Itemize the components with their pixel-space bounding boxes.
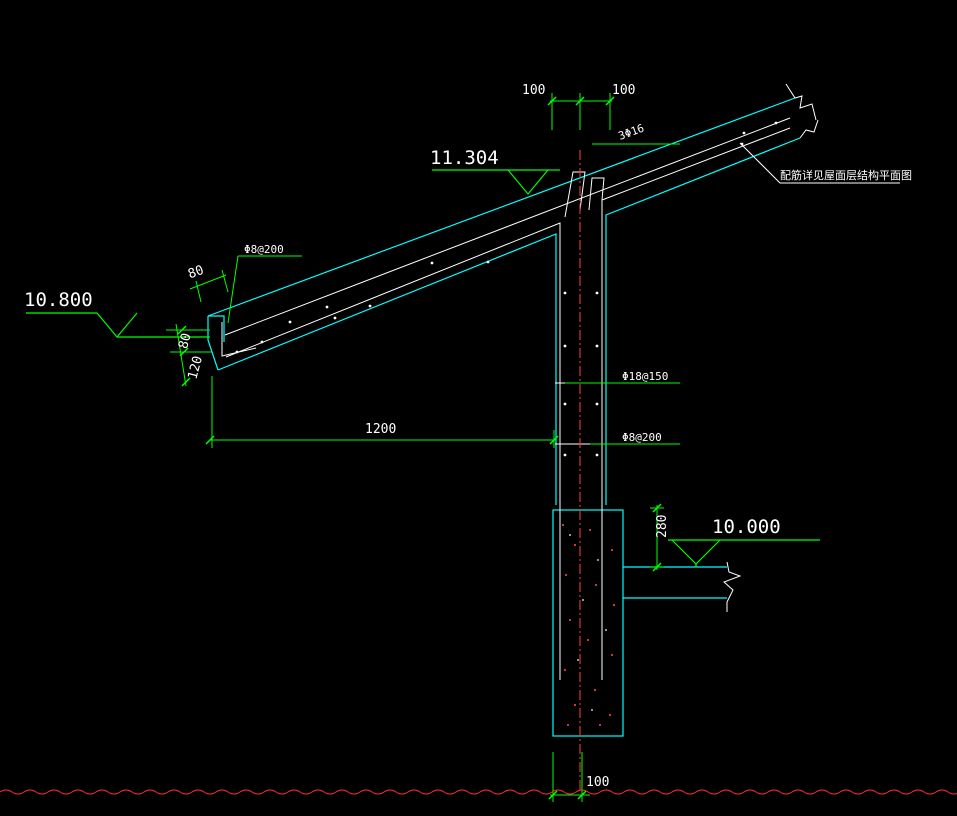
rebar-column-stirrup-1: Φ18@150 [622,370,668,383]
eave-lip [207,316,219,371]
bottom-rebar-line-right [601,127,791,201]
elevation-eave-label: 10.800 [24,289,93,311]
dim-eave-h1: 80 [176,332,195,351]
dim-eave-width: 80 [186,263,206,282]
dimension-lines [166,93,680,802]
zigzag-break-icon-beam [723,561,742,612]
ridge-bar-hook-b [588,177,605,211]
dim-bottom: 100 [586,775,609,790]
column-dots [563,291,599,457]
zigzag-break-icon [785,83,819,139]
floor-beams [623,566,727,599]
rebar-column-stirrup-2: Φ8@200 [622,431,662,444]
dim-top-left: 100 [522,83,545,98]
roof-rebars [221,117,791,358]
bottom-wave-line [0,789,957,795]
dim-top-right: 100 [612,83,635,98]
rebar-eave-stirrup: Φ8@200 [244,243,284,256]
note-leader [739,142,900,184]
roof-bottom-edge-left [217,233,557,505]
roof-slab-outline [207,97,801,505]
roof-bottom-edge-right [605,137,801,505]
reinforcement-note: 配筋详见屋面层结构平面图 [780,168,912,182]
top-rebar-line [224,117,791,336]
column-lower-box [552,509,624,737]
eave-hook-bar [221,322,257,357]
hatch-white-dots [569,534,607,711]
column-outline [552,509,624,737]
bottom-rebar-line-left [225,222,561,358]
dimension-ticks [177,96,662,800]
roof-top-edge [207,97,796,317]
triangle-elevation-icon [26,169,820,567]
ridge-bar-hook-a [564,171,586,218]
elevation-ridge-label: 11.304 [430,147,499,169]
dim-beam-drop: 280 [655,515,670,538]
dim-eave-h2: 120 [185,354,206,381]
concrete-hatch [562,524,615,726]
dim-overhang: 1200 [365,422,396,437]
eave-upturn-outer [208,315,225,342]
elevation-floor-label: 10.000 [712,516,781,538]
